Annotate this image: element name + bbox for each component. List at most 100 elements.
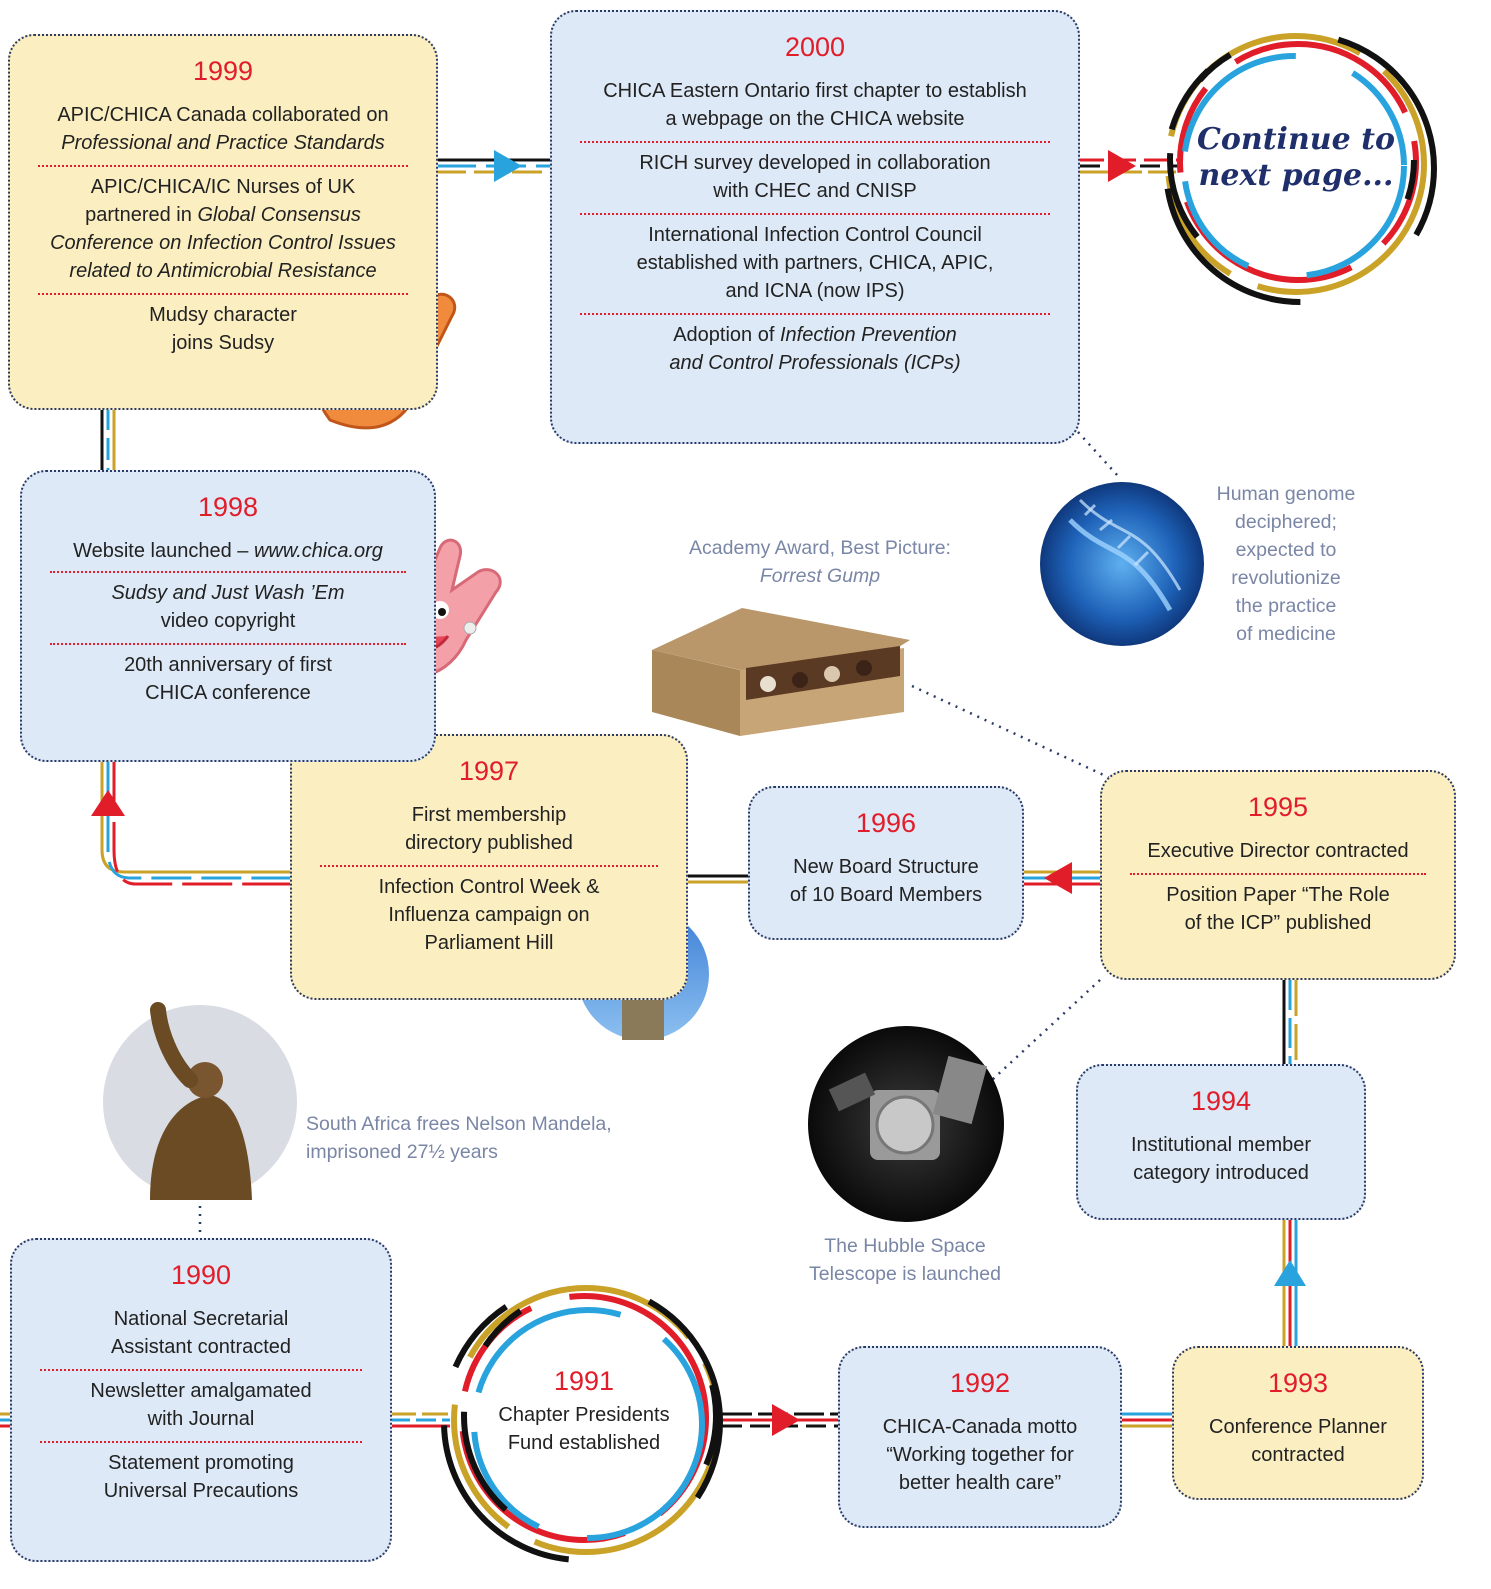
entry-text: Fund established [507,1432,661,1454]
entry-text: Newsletter amalgamated [90,1380,312,1402]
entry-text: National Secretarial [113,1308,289,1330]
entry-text: Institutional member [1130,1134,1312,1156]
arrow-icon [1044,862,1072,894]
event-entry: Statement promoting Universal Precaution… [30,1443,372,1513]
connector-1997-1998 [100,762,290,886]
event-entry: CHICA Eastern Ontario first chapter to e… [580,71,1050,143]
entry-text: partnered in Global Consensus [85,204,361,226]
entry-text: contracted [1251,1444,1345,1466]
entry-text: Sudsy and Just Wash ’Em [111,582,345,604]
entry-text: with Journal [147,1408,255,1430]
entry-text: New Board Structure [793,856,979,878]
event-entry: Mudsy character joins Sudsy [28,295,418,365]
year-label: 1999 [192,56,254,86]
event-entry: Adoption of Infection Prevention and Con… [570,315,1060,385]
caption-academy-award: Academy Award, Best Picture: Forrest Gum… [660,534,980,590]
entry-text: and Control Professionals (ICPs) [669,352,961,374]
caption-line: Human genome [1216,483,1356,505]
event-entry: RICH survey developed in collaboration w… [580,143,1050,215]
caption-mandela: South Africa frees Nelson Mandela, impri… [306,1110,646,1166]
event-entry: Website launched – www.chica.org [50,531,406,573]
event-entry: Chapter Presidents Fund established [474,1401,694,1457]
hubble-photo [808,1026,1004,1222]
arrow-icon [772,1404,800,1436]
event-entry: Position Paper “The Role of the ICP” pub… [1120,875,1436,945]
event-entry: Infection Control Week & Influenza campa… [310,867,668,965]
year-label: 1996 [855,808,917,838]
year-label: 1990 [170,1260,232,1290]
entry-text: a webpage on the CHICA website [665,108,965,130]
entry-text: related to Antimicrobial Resistance [69,260,377,282]
entry-text: Professional and Practice Standards [61,132,385,154]
event-box-1995: 1995 Executive Director contracted Posit… [1100,770,1456,980]
entry-text: Conference Planner [1209,1416,1387,1438]
connector-1992-1993 [1120,1412,1174,1428]
event-entry: 20th anniversary of first CHICA conferen… [40,645,416,715]
event-box-2000: 2000 CHICA Eastern Ontario first chapter… [550,10,1080,444]
entry-text: RICH survey developed in collaboration [639,152,991,174]
entry-text: First membership [411,804,567,826]
entry-text: Chapter Presidents [498,1404,670,1426]
entry-text: established with partners, CHICA, APIC, [636,252,994,274]
mandela-statue-photo [103,1002,297,1200]
entry-text: CHICA conference [145,682,311,704]
arrow-icon [91,790,125,816]
entry-text: directory published [405,832,573,854]
event-entry: Institutional member category introduced [1096,1125,1346,1195]
entry-text: joins Sudsy [171,332,275,354]
event-box-1994: 1994 Institutional member category intro… [1076,1064,1366,1220]
entry-text: Position Paper “The Role [1166,884,1390,906]
event-entry: International Infection Control Council … [580,215,1050,315]
entry-text: Executive Director contracted [1147,840,1409,862]
year-label: 2000 [784,32,846,62]
caption-line: revolutionize [1231,567,1341,589]
dna-photo [1040,482,1204,646]
entry-text: Mudsy character [149,304,297,326]
caption-line: imprisoned 27½ years [306,1141,498,1163]
entry-text: of the ICP” published [1184,912,1372,934]
caption-line: expected to [1235,539,1337,561]
entry-text: Website launched – www.chica.org [73,540,383,562]
connector-1994-1995 [1282,980,1298,1066]
year-label: 1997 [458,756,520,786]
event-entry: CHICA-Canada motto “Working together for… [858,1407,1102,1505]
event-entry: Sudsy and Just Wash ’Em video copyright [50,573,406,645]
entry-text: and ICNA (now IPS) [725,280,905,302]
continue-ring [1163,31,1437,305]
event-box-1996: 1996 New Board Structure of 10 Board Mem… [748,786,1024,940]
entry-text: Assistant contracted [110,1336,292,1358]
connector-1998-1999 [100,408,116,472]
chocolate-box-photo [652,608,910,736]
entry-text: APIC/CHICA/IC Nurses of UK [90,176,356,198]
caption-line: Academy Award, Best Picture: [689,537,951,559]
entry-text: Conference on Infection Control Issues [50,232,396,254]
caption-leaders [198,431,1119,1240]
event-box-1998: 1998 Website launched – www.chica.org Su… [20,470,436,762]
year-label: 1992 [949,1368,1011,1398]
continue-line: Continue to [1197,122,1395,157]
event-entry: Conference Planner contracted [1192,1407,1404,1477]
caption-line: South Africa frees Nelson Mandela, [306,1113,612,1135]
caption-line: the practice [1235,595,1337,617]
entry-text: 20th anniversary of first [124,654,332,676]
entry-text: Universal Precautions [103,1480,299,1502]
entry-text: Statement promoting [108,1452,294,1474]
arrow-icon [494,150,522,182]
continue-label: Continue to next page... [1196,122,1396,194]
caption-line: Forrest Gump [759,565,881,587]
entry-text: Adoption of Infection Prevention [673,324,957,346]
entry-text: better health care” [898,1472,1062,1494]
connector-1990-1991 [390,1412,450,1428]
caption-genome: Human genome deciphered; expected to rev… [1196,480,1376,648]
entry-text: Parliament Hill [424,932,554,954]
entry-text: CHICA Eastern Ontario first chapter to e… [603,80,1027,102]
arrow-icon [1108,150,1136,182]
year-label: 1994 [1190,1086,1252,1116]
connector-1996-1997 [686,874,750,884]
entry-text: CHICA-Canada motto [882,1416,1078,1438]
entry-text: “Working together for [886,1444,1074,1466]
entry-text: International Infection Control Council [648,224,982,246]
event-entry: APIC/CHICA Canada collaborated on Profes… [38,95,408,167]
caption-hubble: The Hubble Space Telescope is launched [790,1232,1020,1288]
